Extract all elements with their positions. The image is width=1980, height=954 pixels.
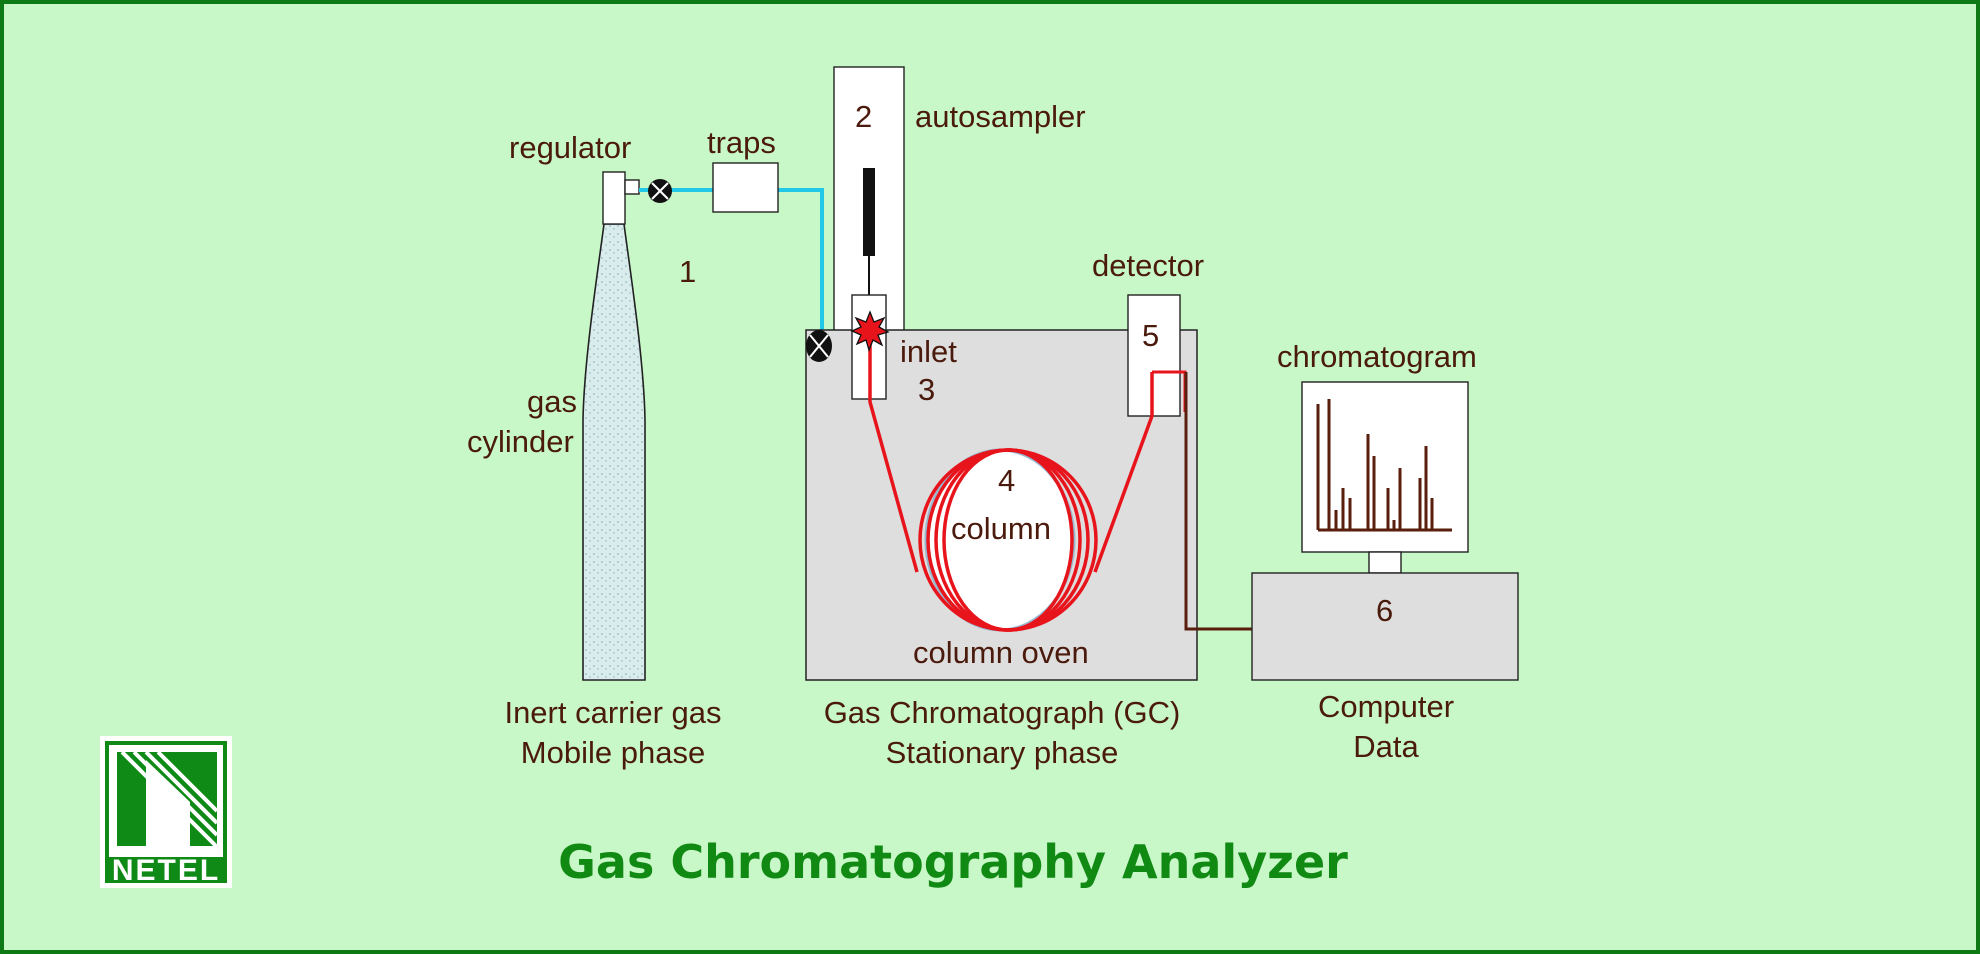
signal-line	[1184, 372, 1252, 631]
label-cylinder: cylinder	[467, 424, 574, 459]
label-number-2: 2	[855, 99, 872, 134]
caption-gc-line2: Stationary phase	[886, 735, 1119, 770]
label-column: column	[951, 511, 1051, 546]
label-number-1: 1	[679, 254, 696, 289]
label-regulator: regulator	[509, 130, 631, 165]
label-detector: detector	[1092, 248, 1204, 283]
diagram-title: Gas Chromatography Analyzer	[558, 835, 1348, 889]
gas-cylinder	[582, 223, 646, 681]
label-column-oven: column oven	[913, 635, 1089, 670]
computer-box	[1251, 572, 1519, 681]
label-autosampler: autosampler	[915, 99, 1086, 134]
label-inlet: inlet	[900, 334, 957, 369]
label-number-5: 5	[1142, 318, 1159, 353]
traps-box	[712, 162, 779, 213]
label-number-6: 6	[1376, 593, 1393, 628]
label-gas: gas	[527, 384, 577, 419]
caption-computer-line1: Computer	[1318, 689, 1454, 724]
label-chromatogram: chromatogram	[1277, 339, 1477, 374]
label-number-3: 3	[918, 372, 935, 407]
autosampler	[833, 66, 905, 333]
caption-gc-line1: Gas Chromatograph (GC)	[824, 695, 1181, 730]
label-traps: traps	[707, 125, 776, 160]
detector-box	[1127, 294, 1181, 417]
chromatogram-plot	[1316, 399, 1452, 532]
caption-carrier-line2: Mobile phase	[521, 735, 705, 770]
valve-regulator	[648, 179, 672, 203]
column-coil	[868, 340, 1154, 632]
label-number-4: 4	[998, 463, 1015, 498]
netel-logo: NETEL	[100, 736, 232, 888]
valve-inlet	[806, 330, 832, 362]
logo-text: NETEL	[112, 854, 220, 887]
injection-star-icon	[850, 310, 890, 352]
caption-carrier-line1: Inert carrier gas	[504, 695, 721, 730]
regulator	[602, 171, 640, 225]
monitor	[1301, 381, 1469, 574]
caption-computer-line2: Data	[1353, 729, 1419, 764]
